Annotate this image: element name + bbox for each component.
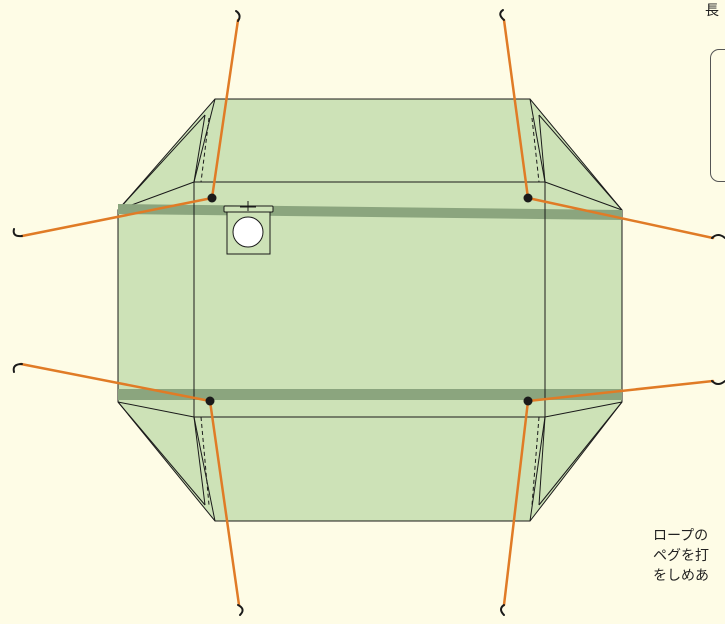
peg-top-right: [499, 9, 505, 21]
pegs: [12, 9, 725, 616]
dashed-seams: [200, 117, 540, 506]
callout-box: [710, 49, 725, 182]
rope-bottom-right-down: [502, 399, 530, 607]
rope-bottom-left-down: [208, 399, 241, 607]
anchor-top-left: [207, 193, 217, 203]
peg-left-lower: [12, 363, 23, 373]
instruction-line-1: ロープの: [653, 528, 709, 544]
rope-top-right-up: [502, 18, 530, 200]
peg-left-upper: [12, 228, 23, 238]
anchor-bottom-right: [523, 396, 533, 406]
corner-facets: [117, 98, 623, 522]
peg-bottom-left: [237, 604, 244, 616]
rope-top-right-side: [526, 196, 715, 240]
anchor-points: [205, 193, 533, 406]
band-bottom: [118, 389, 622, 400]
peg-right-upper: [711, 234, 725, 239]
label-top-right: 長: [705, 3, 719, 19]
anchor-bottom-left: [205, 396, 215, 406]
peg-right-lower: [711, 380, 725, 385]
rope-bottom-right-side: [526, 379, 715, 403]
peg-bottom-right: [500, 604, 505, 616]
door-window: [223, 201, 274, 255]
rope-bottom-left-side: [19, 362, 212, 403]
rope-top-left-side: [20, 196, 214, 238]
instruction-line-2: ペグを打: [653, 548, 709, 564]
guy-ropes: [19, 18, 715, 607]
anchor-top-right: [523, 193, 533, 203]
inner-floor: [193, 181, 546, 418]
rope-top-left-up: [210, 18, 240, 200]
instruction-line-3: をしめあ: [653, 568, 709, 584]
peg-top-left: [235, 10, 241, 22]
